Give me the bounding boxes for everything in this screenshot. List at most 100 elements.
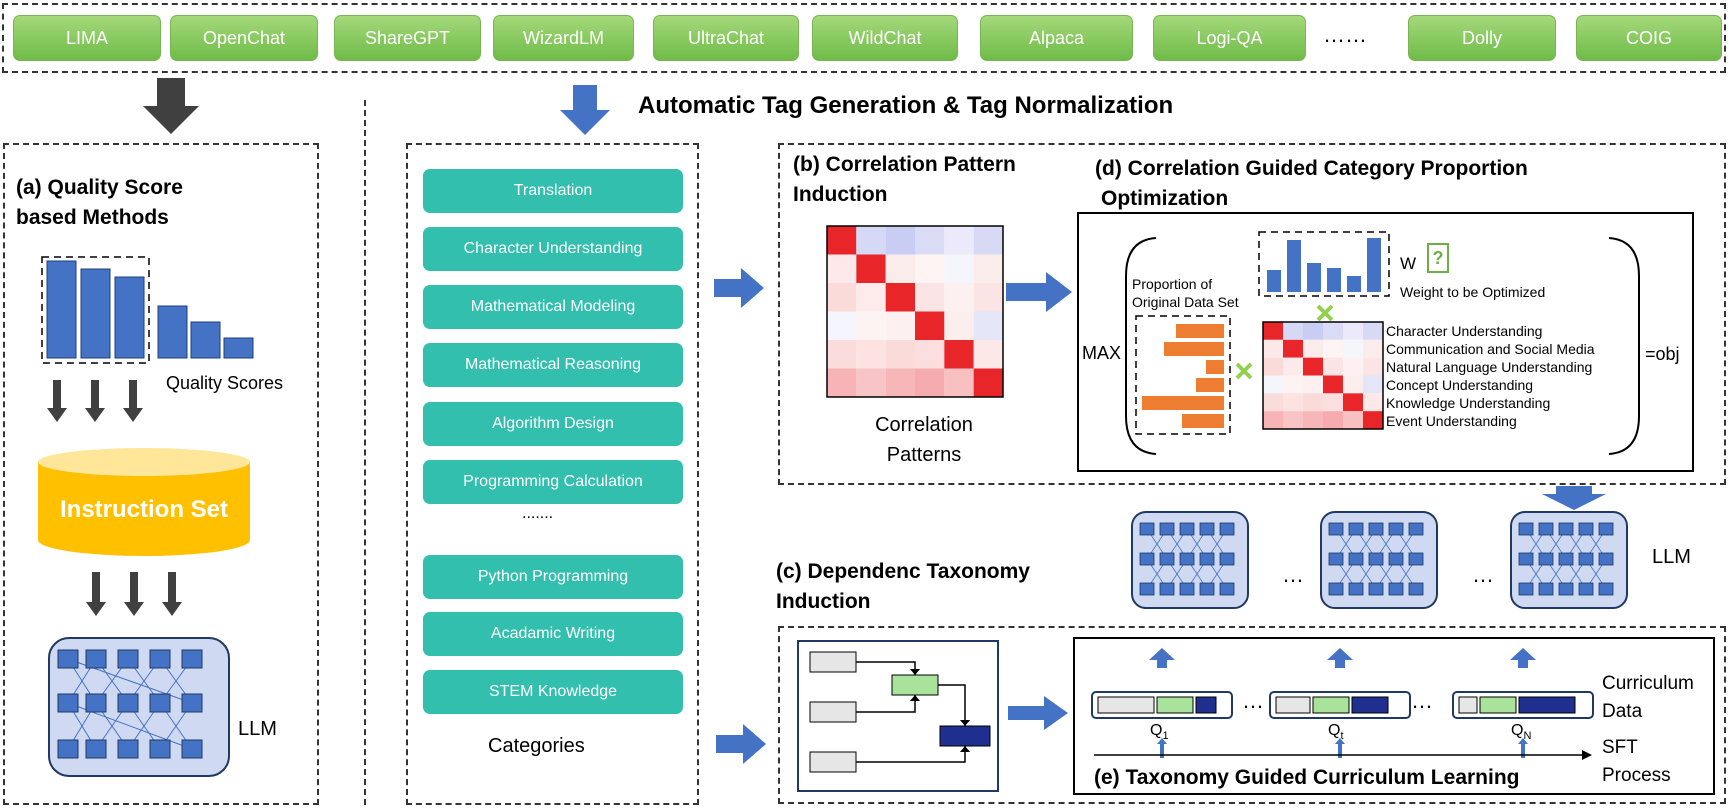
categories-frame	[406, 143, 699, 805]
weight-bar-chart	[1258, 231, 1390, 297]
right-arrow-icon	[714, 268, 764, 308]
heatmap-cell	[1343, 375, 1363, 394]
heatmap-cell	[856, 254, 886, 283]
heatmap-cell	[827, 283, 857, 312]
curr-dots: …	[1411, 688, 1433, 713]
source-alpaca: Alpaca	[980, 15, 1133, 61]
heatmap-cell	[1303, 322, 1323, 340]
heatmap-cell	[1323, 339, 1343, 358]
sft-line2: Process	[1602, 765, 1671, 786]
llm-dots: …	[1282, 562, 1304, 587]
quality-bar	[190, 321, 221, 359]
heatmap-cell	[1263, 357, 1283, 376]
category-character-understanding: Character Understanding	[423, 227, 683, 271]
quality-bar	[157, 305, 188, 359]
heatmap-cell	[944, 283, 974, 312]
panel-c-title-line2: Induction	[776, 590, 871, 613]
heatmap-cell	[915, 368, 945, 397]
heatmap-cell	[1263, 411, 1283, 429]
curriculum-sequence	[1269, 648, 1411, 719]
q-label: QN	[1511, 722, 1531, 742]
taxonomy-tree-diagram	[797, 640, 999, 792]
panel-a-frame	[3, 143, 319, 805]
panel-a-title-line1: (a) Quality Score	[16, 176, 183, 199]
heatmap-cell	[1303, 375, 1323, 394]
heatmap-cell	[1343, 411, 1363, 429]
source-coig: COIG	[1576, 15, 1722, 61]
heatmap-cell	[1303, 393, 1323, 412]
heatmap-cell	[1363, 375, 1383, 394]
heatmap-cell	[915, 340, 945, 369]
q-subscript: t	[1340, 730, 1344, 743]
row-label: Communication and Social Media	[1386, 341, 1595, 357]
heatmap-cell	[1263, 322, 1283, 340]
down-arrow-icon	[143, 78, 199, 134]
category-translation: Translation	[423, 169, 683, 213]
source-ellipsis: ……	[1323, 22, 1367, 47]
header-title: Automatic Tag Generation & Tag Normaliza…	[638, 92, 1174, 119]
correlation-heatmap-small	[1262, 321, 1384, 430]
quality-scores-label: Quality Scores	[166, 373, 284, 393]
q-label: Qt	[1328, 722, 1344, 742]
heatmap-cell	[915, 226, 945, 255]
up-arrow-icon	[1518, 738, 1528, 758]
heatmap-cell	[973, 368, 1003, 397]
heatmap-cell	[856, 368, 886, 397]
instruction-set-label: Instruction Set	[59, 496, 228, 523]
heatmap-cell	[1323, 411, 1343, 429]
panel-e-box	[1073, 637, 1715, 795]
source-ultrachat: UltraChat	[653, 15, 799, 61]
proportion-label-line1: Proportion of	[1132, 276, 1213, 292]
q-subscript: N	[1523, 730, 1532, 743]
weight-label: Weight to be Optimized	[1400, 284, 1546, 300]
heatmap-cell	[856, 283, 886, 312]
down-arrow-icon	[1542, 486, 1606, 510]
source-wizardlm: WizardLM	[493, 15, 634, 61]
heatmap-cell	[885, 226, 915, 255]
down-arrows-icon	[86, 572, 182, 616]
heatmap-cell	[1363, 357, 1383, 376]
multiply-icon	[1316, 304, 1334, 322]
right-paren	[1608, 237, 1640, 455]
heatmap-cell	[944, 226, 974, 255]
q-letter: Q	[1511, 722, 1524, 739]
heatmap-cell	[1323, 322, 1343, 340]
curriculum-data-label: Curriculum Data	[1602, 670, 1694, 726]
question-icon: ?	[1427, 243, 1449, 273]
sources-frame	[2, 3, 1726, 73]
quality-bar-chart	[41, 256, 254, 364]
source-wildchat: WildChat	[812, 15, 958, 61]
panel-b-caption-line2: Patterns	[886, 444, 962, 466]
q-letter: Q	[1328, 722, 1341, 739]
row-label: Concept Understanding	[1386, 377, 1534, 393]
panel-d-title-line2: Optimization	[1101, 187, 1229, 210]
heatmap-cell	[1283, 322, 1303, 340]
categories-ellipsis: .......	[522, 505, 554, 522]
heatmap-cell	[944, 340, 974, 369]
up-arrow-icon	[1157, 738, 1167, 758]
heatmap-cell	[856, 311, 886, 340]
up-arrow-icon	[1335, 738, 1345, 758]
source-dolly: Dolly	[1408, 15, 1556, 61]
heatmap-cell	[885, 283, 915, 312]
category-stem-knowledge: STEM Knowledge	[423, 670, 683, 714]
heatmap-cell	[827, 226, 857, 255]
llm-label: LLM	[238, 718, 277, 740]
heatmap-cell	[1263, 375, 1283, 394]
quality-bar	[80, 268, 111, 359]
curriculum-line2: Data	[1602, 701, 1643, 722]
panel-e-title: (e) Taxonomy Guided Curriculum Learning	[1094, 766, 1520, 789]
obj-label: =obj	[1645, 344, 1680, 364]
source-openchat: OpenChat	[170, 15, 318, 61]
heatmap-cell	[856, 340, 886, 369]
sft-axis	[1094, 750, 1592, 760]
heatmap-cell	[827, 254, 857, 283]
heatmap-cell	[1303, 411, 1323, 429]
heatmap-cell	[1343, 339, 1363, 358]
heatmap-cell	[885, 311, 915, 340]
panel-a-title: (a) Quality Score based Methods	[16, 173, 183, 233]
heatmap-cell	[915, 311, 945, 340]
down-arrows-icon	[47, 380, 143, 422]
heatmap-cell	[827, 368, 857, 397]
sft-line1: SFT	[1602, 737, 1638, 758]
